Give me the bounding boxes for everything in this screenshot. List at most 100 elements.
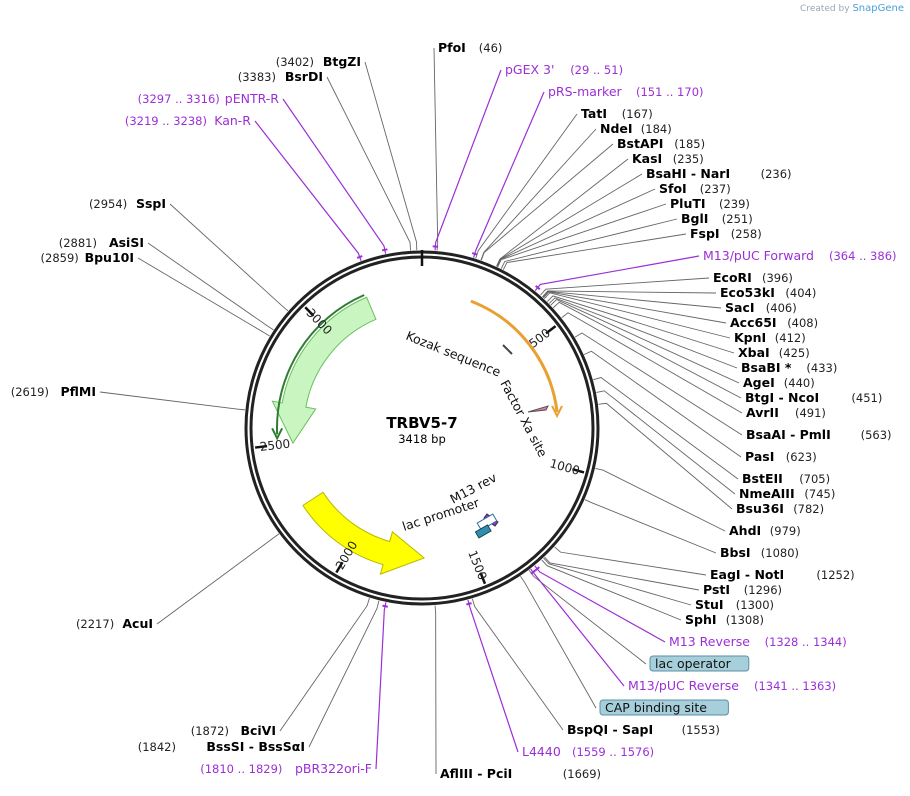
feature-tick <box>471 252 478 256</box>
leader-line <box>583 350 742 458</box>
site-position: (1080) <box>761 546 799 560</box>
site-name: Acc65I <box>730 315 777 330</box>
site-name: pGEX 3' <box>505 62 554 77</box>
site-position: (451) <box>851 391 882 405</box>
feature-arrow-ori <box>302 491 426 575</box>
leader-line <box>595 467 726 532</box>
site-name: NdeI <box>600 121 633 136</box>
site-position: (491) <box>795 406 826 420</box>
site-position: (1669) <box>563 767 601 781</box>
leader-line <box>542 290 722 309</box>
site-position: (258) <box>731 227 762 241</box>
leader-line <box>99 391 245 411</box>
feature-arcs <box>271 294 563 575</box>
site-name: PluTI <box>670 196 706 211</box>
site-position: (1842) <box>138 740 176 754</box>
leader-line <box>480 143 614 261</box>
factor-xa-marker <box>527 405 549 413</box>
site-position: (412) <box>775 331 806 345</box>
leader-line <box>584 499 717 554</box>
site-position: (1553) <box>682 723 720 737</box>
tick-label: 2000 <box>333 539 361 572</box>
feature-box <box>599 699 729 716</box>
feature-tick <box>466 602 472 606</box>
site-name: Bsu36I <box>736 501 784 516</box>
leader-lines <box>99 47 743 775</box>
tick-label: 1000 <box>548 456 581 478</box>
site-name: pRS-marker <box>548 84 623 99</box>
feature-box-label: CAP binding site <box>605 700 707 715</box>
site-name: AflIII - PciI <box>440 766 512 781</box>
leader-line <box>282 98 387 254</box>
site-name: SspI <box>136 196 166 211</box>
site-name: XbaI <box>738 345 770 360</box>
site-position: (251) <box>722 212 753 226</box>
site-position: (1341 .. 1363) <box>754 679 836 693</box>
site-position: (1559 .. 1576) <box>572 745 654 759</box>
site-name: SacI <box>725 300 755 315</box>
leader-line <box>574 332 743 436</box>
site-position: (1810 .. 1829) <box>200 762 282 776</box>
orange-feature-arc <box>470 299 559 413</box>
site-name: PstI <box>703 582 730 597</box>
site-position: (425) <box>779 346 810 360</box>
leader-line <box>496 158 629 267</box>
site-labels: PfoI(46)pGEX 3'(29 .. 51)pRS-marker(151 … <box>11 40 897 781</box>
site-position: (46) <box>479 41 503 55</box>
site-name: KpnI <box>734 330 766 345</box>
tick-mark <box>545 325 557 335</box>
site-name: BsaAI - PmlI <box>746 427 831 442</box>
leader-line <box>147 242 274 331</box>
site-name: AhdI <box>729 523 761 538</box>
site-position: (404) <box>785 286 816 300</box>
site-position: (1308) <box>726 613 764 627</box>
tick-mark <box>572 468 585 474</box>
leader-line <box>496 188 656 267</box>
site-name: Eco53kI <box>720 285 775 300</box>
leader-line <box>520 576 597 709</box>
site-position: (3219 .. 3238) <box>125 114 207 128</box>
site-name: NmeAIII <box>739 486 795 501</box>
site-position: (2859) <box>41 251 79 265</box>
site-position: (1296) <box>744 583 782 597</box>
site-position: (239) <box>719 197 750 211</box>
leader-line <box>500 218 678 269</box>
leader-line <box>475 113 578 259</box>
site-name: PflMI <box>60 384 96 399</box>
site-position: (2881) <box>59 236 97 250</box>
site-position: (396) <box>762 271 793 285</box>
site-name: PfoI <box>438 40 466 55</box>
leader-line <box>473 91 545 258</box>
leader-line <box>542 290 717 298</box>
feature-tick <box>356 255 363 259</box>
watermark-prefix: Created by <box>800 4 850 14</box>
site-position: (167) <box>622 107 653 121</box>
site-position: (406) <box>766 301 797 315</box>
tick-mark <box>254 444 268 449</box>
site-name: SphI <box>685 612 717 627</box>
green-arrowhead <box>271 427 284 441</box>
leader-line <box>502 233 687 270</box>
site-name: EcoRI <box>713 270 752 285</box>
site-name: AgeI <box>743 375 775 390</box>
site-name: StuI <box>695 597 724 612</box>
site-position: (745) <box>804 487 835 501</box>
site-name: BglI <box>681 211 708 226</box>
site-name: BsrDI <box>285 69 323 84</box>
leader-line <box>467 599 519 753</box>
tick-label: 1500 <box>465 548 489 582</box>
site-name: BstEII <box>742 471 783 486</box>
site-position: (1252) <box>816 568 854 582</box>
site-position: (979) <box>770 524 801 538</box>
site-position: (3402) <box>276 55 314 69</box>
site-name: M13/pUC Reverse <box>628 678 739 693</box>
plasmid-name: TRBV5-7 <box>386 414 457 432</box>
site-position: (2619) <box>11 385 49 399</box>
site-name: BssSI - BssSαI <box>206 739 305 754</box>
site-name: M13 Reverse <box>669 634 750 649</box>
site-name: L4440 <box>522 744 561 759</box>
site-name: BciVI <box>240 723 276 738</box>
leader-line <box>433 47 439 251</box>
feature-arrow-kanr <box>271 296 377 445</box>
feature-tick <box>535 285 541 291</box>
